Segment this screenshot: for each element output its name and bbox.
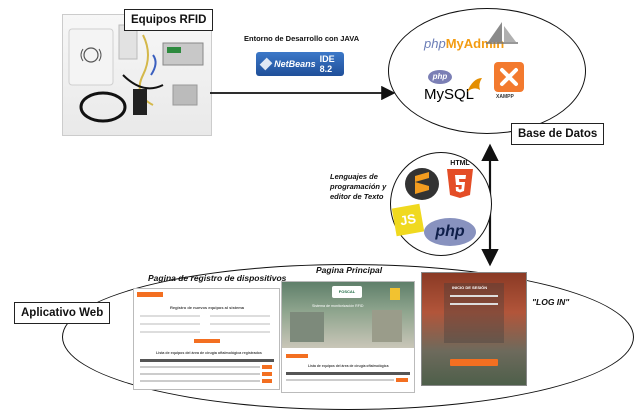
- login-title: INICIO DE SESIÓN: [452, 285, 488, 290]
- html5-icon: HTML: [444, 160, 476, 200]
- php-logo-text: php: [435, 223, 465, 240]
- registro-title: Registro de nuevos equipos al sistema: [170, 305, 245, 310]
- javascript-text: JS: [398, 210, 418, 229]
- principal-hero-title: Sistema de monitorización RFID: [312, 304, 364, 308]
- database-label: Base de Datos: [511, 123, 605, 145]
- registro-page-label: Pagina de registro de dispositivos: [148, 273, 287, 283]
- sublime-text-icon: [405, 168, 439, 200]
- mysql-text: MySQL: [424, 86, 475, 103]
- languages-caption: Lenguajes de programación y editor de Te…: [330, 172, 387, 201]
- login-username-field[interactable]: [450, 295, 498, 297]
- php-logo-icon: php: [424, 218, 476, 246]
- netbeans-version: IDE 8.2: [319, 54, 335, 74]
- html5-text: HTML: [450, 160, 470, 167]
- login-page-screenshot: INICIO DE SESIÓN: [421, 272, 527, 386]
- netbeans-caption: Entorno de Desarrollo con JAVA: [244, 34, 360, 43]
- netbeans-name: NetBeans: [274, 59, 316, 69]
- netbeans-logo: NetBeans IDE 8.2: [256, 52, 344, 76]
- xampp-text: XAMPP: [496, 94, 514, 100]
- sailboat-icon: [486, 22, 518, 44]
- rfid-equipment-photo: [62, 14, 212, 136]
- mysql-php-badge: php: [428, 70, 452, 84]
- web-app-label: Aplicativo Web: [14, 302, 111, 324]
- rfid-devices-image: [68, 24, 204, 123]
- registro-list-title: Lista de equipos del área de cirugía oft…: [156, 351, 262, 355]
- mysql-dolphin-icon: [467, 78, 482, 92]
- principal-hero-image: FOSCAL Sistema de monitorización RFID: [282, 282, 414, 348]
- xampp-icon: [494, 62, 524, 92]
- registro-submit-button[interactable]: [194, 339, 220, 343]
- registro-orange-tab: [137, 292, 163, 297]
- javascript-icon: JS: [391, 203, 425, 237]
- phpmyadmin-php-text: php: [424, 36, 446, 51]
- principal-list-title: Lista de equipos del área de cirugía oft…: [308, 364, 389, 368]
- rfid-equipment-label: Equipos RFID: [124, 9, 214, 31]
- principal-page-label: Pagina Principal: [316, 265, 383, 275]
- login-button[interactable]: [450, 359, 498, 366]
- database-ellipse: [388, 8, 586, 134]
- registro-page-screenshot: Registro de nuevos equipos al sistema Li…: [133, 288, 280, 390]
- login-page-label: "LOG IN": [532, 297, 570, 307]
- login-password-field[interactable]: [450, 303, 498, 305]
- principal-page-screenshot: FOSCAL Sistema de monitorización RFID Li…: [281, 281, 415, 393]
- foscal-brand: FOSCAL: [332, 286, 362, 298]
